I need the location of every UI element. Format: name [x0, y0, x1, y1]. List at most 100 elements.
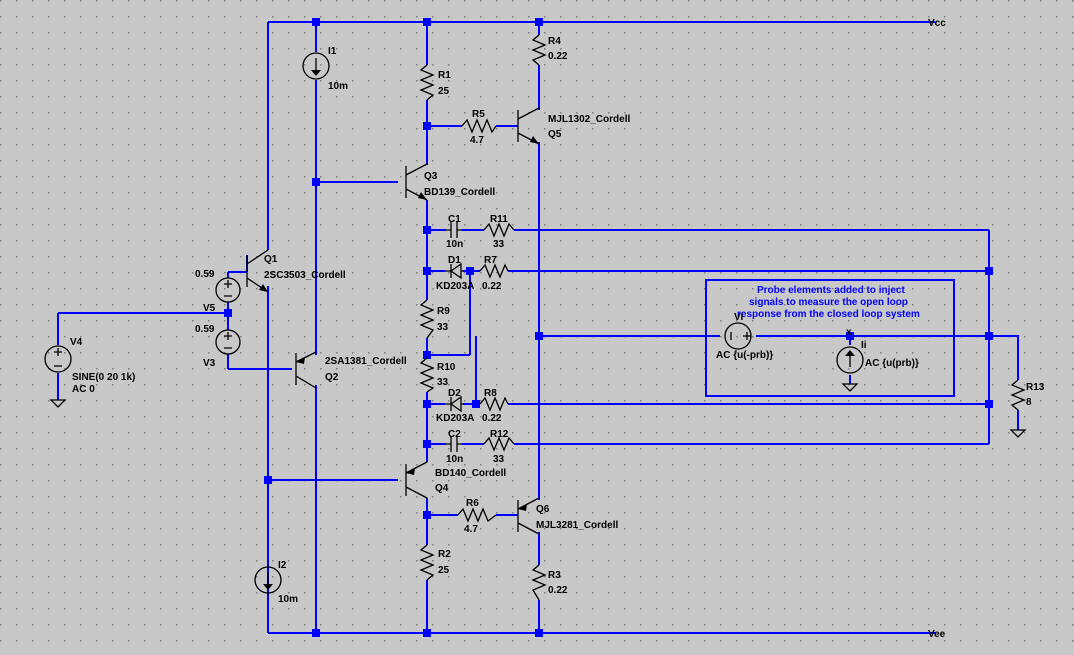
wires	[57, 21, 1019, 634]
vi-value: AC {u(-prb)}	[716, 350, 773, 361]
current-source-i1[interactable]: I1 10m	[302, 46, 348, 92]
r5-value: 4.7	[470, 135, 484, 146]
probe-note-line-2: signals to measure the open loop	[749, 297, 908, 308]
q4-value: BD140_Cordell	[435, 468, 506, 479]
i2-value: 10m	[278, 594, 298, 605]
probe-note-box: Probe elements added to inject signals t…	[705, 279, 955, 397]
resistor-r5[interactable]: R5 4.7	[461, 109, 497, 146]
resistor-r9[interactable]: R9 33	[419, 299, 450, 339]
r12-name: R12	[490, 429, 509, 440]
transistor-q4[interactable]: BD140_Cordell Q4	[405, 461, 506, 499]
d1-value: KD203A	[436, 281, 474, 292]
r4-value: 0.22	[548, 51, 568, 62]
voltage-source-v3[interactable]: 0.59 V3	[195, 324, 241, 369]
ii-value: AC {u(prb)}	[865, 358, 919, 369]
c1-value: 10n	[446, 239, 463, 250]
capacitor-c2[interactable]: C2 10n	[446, 429, 463, 465]
r1-value: 25	[438, 86, 450, 97]
v3-name: V3	[203, 358, 216, 369]
d2-value: KD203A	[436, 413, 474, 424]
q2-name: Q2	[325, 372, 339, 383]
r8-name: R8	[484, 388, 497, 399]
transistor-q6[interactable]: Q6 MJL3281_Cordell	[517, 497, 618, 535]
net-label-vee: Vee	[928, 629, 946, 640]
v4-name: V4	[70, 337, 83, 348]
resistor-r8[interactable]: R8 0.22	[479, 388, 509, 424]
c2-value: 10n	[446, 454, 463, 465]
transistor-q1[interactable]: Q1 2SC3503_Cordell	[246, 249, 346, 293]
capacitor-c1[interactable]: C1 10n	[446, 214, 463, 250]
r3-value: 0.22	[548, 585, 568, 596]
q6-value: MJL3281_Cordell	[536, 520, 618, 531]
resistor-r10[interactable]: R10 33	[419, 357, 456, 393]
d2-name: D2	[448, 388, 461, 399]
i2-name: I2	[278, 560, 287, 571]
ground-icon	[1009, 429, 1027, 438]
q4-name: Q4	[435, 483, 449, 494]
resistor-r7[interactable]: R7 0.22	[479, 255, 509, 292]
junctions	[224, 18, 993, 637]
ground-icon	[841, 383, 859, 392]
resistor-r2[interactable]: R2 25	[419, 544, 451, 581]
resistor-r13[interactable]: R13 8	[1010, 379, 1045, 411]
voltage-source-v4[interactable]: V4 SINE(0 20 1k) AC 0	[44, 337, 135, 395]
probe-note-line-3: response from the closed loop system	[737, 309, 920, 320]
v5-value: 0.59	[195, 269, 215, 280]
q5-value: MJL1302_Cordell	[548, 114, 630, 125]
resistor-r6[interactable]: R6 4.7	[457, 498, 497, 535]
transistor-q5[interactable]: MJL1302_Cordell Q5	[517, 107, 630, 145]
resistor-r12[interactable]: R12 33	[483, 429, 515, 465]
q3-value: BD139_Cordell	[424, 187, 495, 198]
ii-name: Ii	[861, 340, 867, 351]
i1-name: I1	[328, 46, 337, 57]
r13-value: 8	[1026, 397, 1032, 408]
r1-name: R1	[438, 70, 451, 81]
resistor-r4[interactable]: R4 0.22	[531, 34, 568, 66]
i1-value: 10m	[328, 81, 348, 92]
r9-name: R9	[437, 306, 450, 317]
r8-value: 0.22	[482, 413, 502, 424]
r7-value: 0.22	[482, 281, 502, 292]
voltage-source-vi[interactable]: Vi AC {u(-prb)}	[716, 312, 773, 361]
r4-name: R4	[548, 36, 561, 47]
diode-d1[interactable]: D1 KD203A	[436, 255, 474, 292]
c1-name: C1	[448, 214, 461, 225]
r10-name: R10	[437, 362, 456, 373]
transistor-q3[interactable]: Q3 BD139_Cordell	[405, 163, 495, 201]
v5-name: V5	[203, 303, 216, 314]
q1-value: 2SC3503_Cordell	[264, 270, 346, 281]
current-source-i2[interactable]: I2 10m	[254, 560, 298, 605]
q6-name: Q6	[536, 504, 550, 515]
r10-value: 33	[437, 377, 449, 388]
q3-name: Q3	[424, 171, 438, 182]
r3-name: R3	[548, 570, 561, 581]
v4-value2: AC 0	[72, 384, 95, 395]
q1-name: Q1	[264, 254, 278, 265]
r13-name: R13	[1026, 382, 1045, 393]
r12-value: 33	[493, 454, 505, 465]
transistor-q2[interactable]: 2SA1381_Cordell Q2	[295, 351, 407, 389]
probe-note-line-1: Probe elements added to inject	[757, 285, 905, 296]
r6-value: 4.7	[464, 524, 478, 535]
d1-name: D1	[448, 255, 461, 266]
r5-name: R5	[472, 109, 485, 120]
q5-name: Q5	[548, 129, 562, 140]
r11-name: R11	[490, 214, 508, 225]
resistor-r11[interactable]: R11 33	[483, 214, 515, 250]
r9-value: 33	[437, 322, 449, 333]
vi-name: Vi	[734, 312, 743, 323]
diode-d2[interactable]: D2 KD203A	[436, 388, 474, 424]
r7-name: R7	[484, 255, 497, 266]
resistor-r3[interactable]: R3 0.22	[531, 564, 568, 601]
net-label-vcc: Vcc	[928, 18, 946, 29]
r6-name: R6	[466, 498, 479, 509]
current-source-ii[interactable]: Ii AC {u(prb)}	[836, 340, 919, 374]
ground-icon	[49, 399, 67, 408]
voltage-source-v5[interactable]: 0.59 V5	[195, 269, 241, 314]
r2-name: R2	[438, 549, 451, 560]
r11-value: 33	[493, 239, 505, 250]
c2-name: C2	[448, 429, 461, 440]
resistor-r1[interactable]: R1 25	[419, 64, 451, 101]
